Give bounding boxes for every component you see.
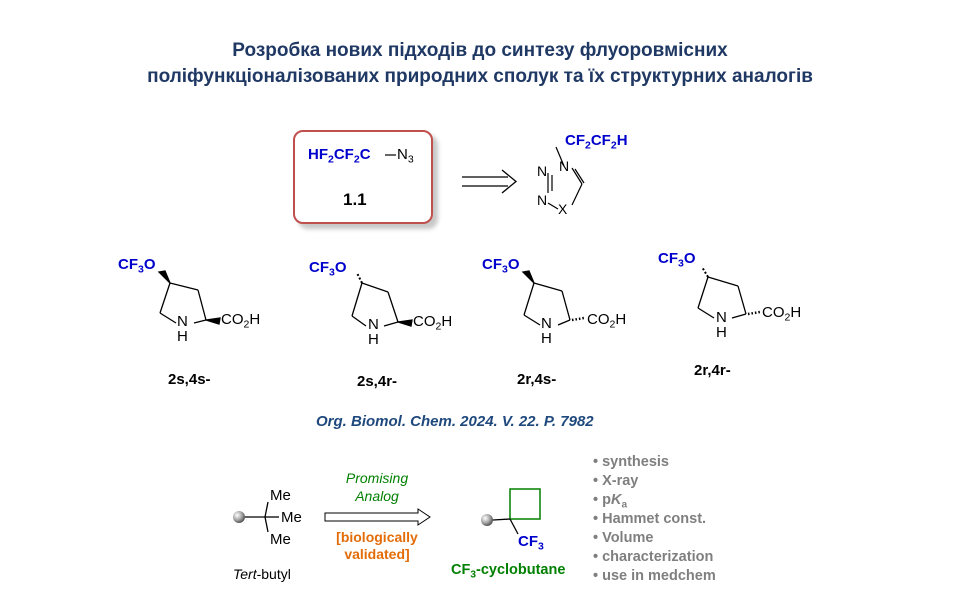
reference-citation: Org. Biomol. Chem. 2024. V. 22. P. 7982 (316, 413, 594, 430)
property-synthesis: • synthesis (593, 454, 669, 470)
triazole-substituent: CF2CF2H (565, 132, 628, 152)
reagent-box (293, 130, 433, 224)
proline-4-cf3o: CF3O (658, 250, 696, 270)
attachment-ball-2 (481, 514, 493, 526)
triazole-x: X (558, 201, 568, 217)
reagent-c: C (359, 146, 371, 163)
azide-group: N3 (397, 146, 414, 166)
cyclobutane-bonds (492, 518, 519, 535)
property-hammet: • Hammet const. (593, 511, 707, 527)
triazole-n1: N (559, 158, 570, 174)
proline-3-cf3o: CF3O (482, 256, 520, 276)
property-volume: • Volume (593, 530, 654, 546)
proline-3-co2h: CO2H (587, 311, 627, 331)
triazole-ring (547, 146, 585, 210)
property-characterization: • characterization (593, 549, 714, 565)
proline-2-cf3o: CF3O (309, 259, 347, 279)
property-pka: • pKa (593, 492, 628, 511)
proline-2-label: 2s,4r- (357, 373, 398, 390)
methyl-3: Me (270, 531, 291, 548)
proline-3-label: 2r,4s- (517, 371, 557, 388)
cyclobutane-ring (509, 488, 541, 520)
property-medchem: • use in medchem (593, 568, 716, 584)
attachment-ball-1 (233, 511, 245, 523)
cyclobutane-cf3: CF3 (518, 533, 544, 553)
proline-1-cf3o: CF3O (118, 256, 156, 276)
triazole-n3: N (537, 192, 548, 208)
triazole-n2: N (537, 163, 548, 179)
proline-1-label: 2s,4s- (168, 371, 211, 388)
tertbutyl-caption: Tert-butyl (233, 566, 291, 582)
reagent-formula: HF2CF2C (308, 146, 371, 166)
reagent-hf: HF (308, 146, 328, 163)
proline-4-co2h: CO2H (762, 304, 802, 324)
property-xray: • X-ray (593, 473, 639, 489)
proline-ring-1 (157, 270, 221, 325)
tertbutyl-skeleton (245, 501, 279, 533)
page-subtitle: поліфункціоналізованих природних сполук … (147, 66, 813, 87)
reagent-sub1: 2 (328, 153, 334, 166)
proline-ring-4 (697, 266, 761, 319)
analog-arrow (324, 508, 431, 526)
cyclobutane-caption: CF3-cyclobutane (451, 562, 566, 581)
retrosynthesis-arrow (462, 169, 518, 194)
proline-ring-3 (521, 270, 585, 326)
proline-1-co2h: CO2H (221, 311, 261, 331)
proline-4-label: 2r,4r- (694, 362, 731, 379)
methyl-2: Me (281, 509, 302, 526)
page-title: Розробка нових підходів до синтезу флуор… (232, 40, 728, 61)
reagent-sub2: 2 (353, 153, 360, 166)
proline-ring-2 (351, 272, 413, 327)
methyl-1: Me (270, 487, 291, 504)
reagent-cf: CF (333, 146, 354, 163)
proline-2-co2h: CO2H (413, 313, 453, 333)
reagent-label: 1.1 (343, 190, 367, 209)
